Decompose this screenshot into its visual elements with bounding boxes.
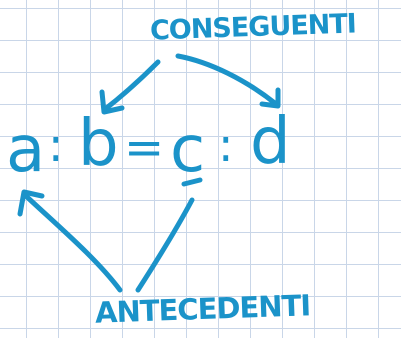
arrow-head	[181, 177, 203, 187]
ratio-colon-left: :	[48, 118, 64, 172]
arrow-conseguenti-to-d	[175, 53, 281, 109]
arrow-antecedenti-to-a	[17, 189, 123, 293]
term-b: b	[78, 107, 119, 181]
arrow-shaft	[101, 59, 161, 113]
arrow-antecedenti-to-c	[135, 177, 203, 293]
term-d: d	[250, 105, 291, 179]
equals-sign: =	[124, 120, 165, 176]
ratio-colon-right: :	[218, 118, 234, 172]
term-a: a	[6, 113, 46, 187]
arrow-shaft	[175, 53, 279, 107]
arrow-head	[17, 189, 45, 217]
arrow-conseguenti-to-b	[99, 59, 161, 115]
arrow-head	[99, 89, 125, 115]
arrow-shaft	[23, 193, 123, 293]
arrow-head	[259, 87, 281, 109]
term-c: c	[170, 113, 206, 187]
arrow-shaft	[135, 197, 195, 293]
